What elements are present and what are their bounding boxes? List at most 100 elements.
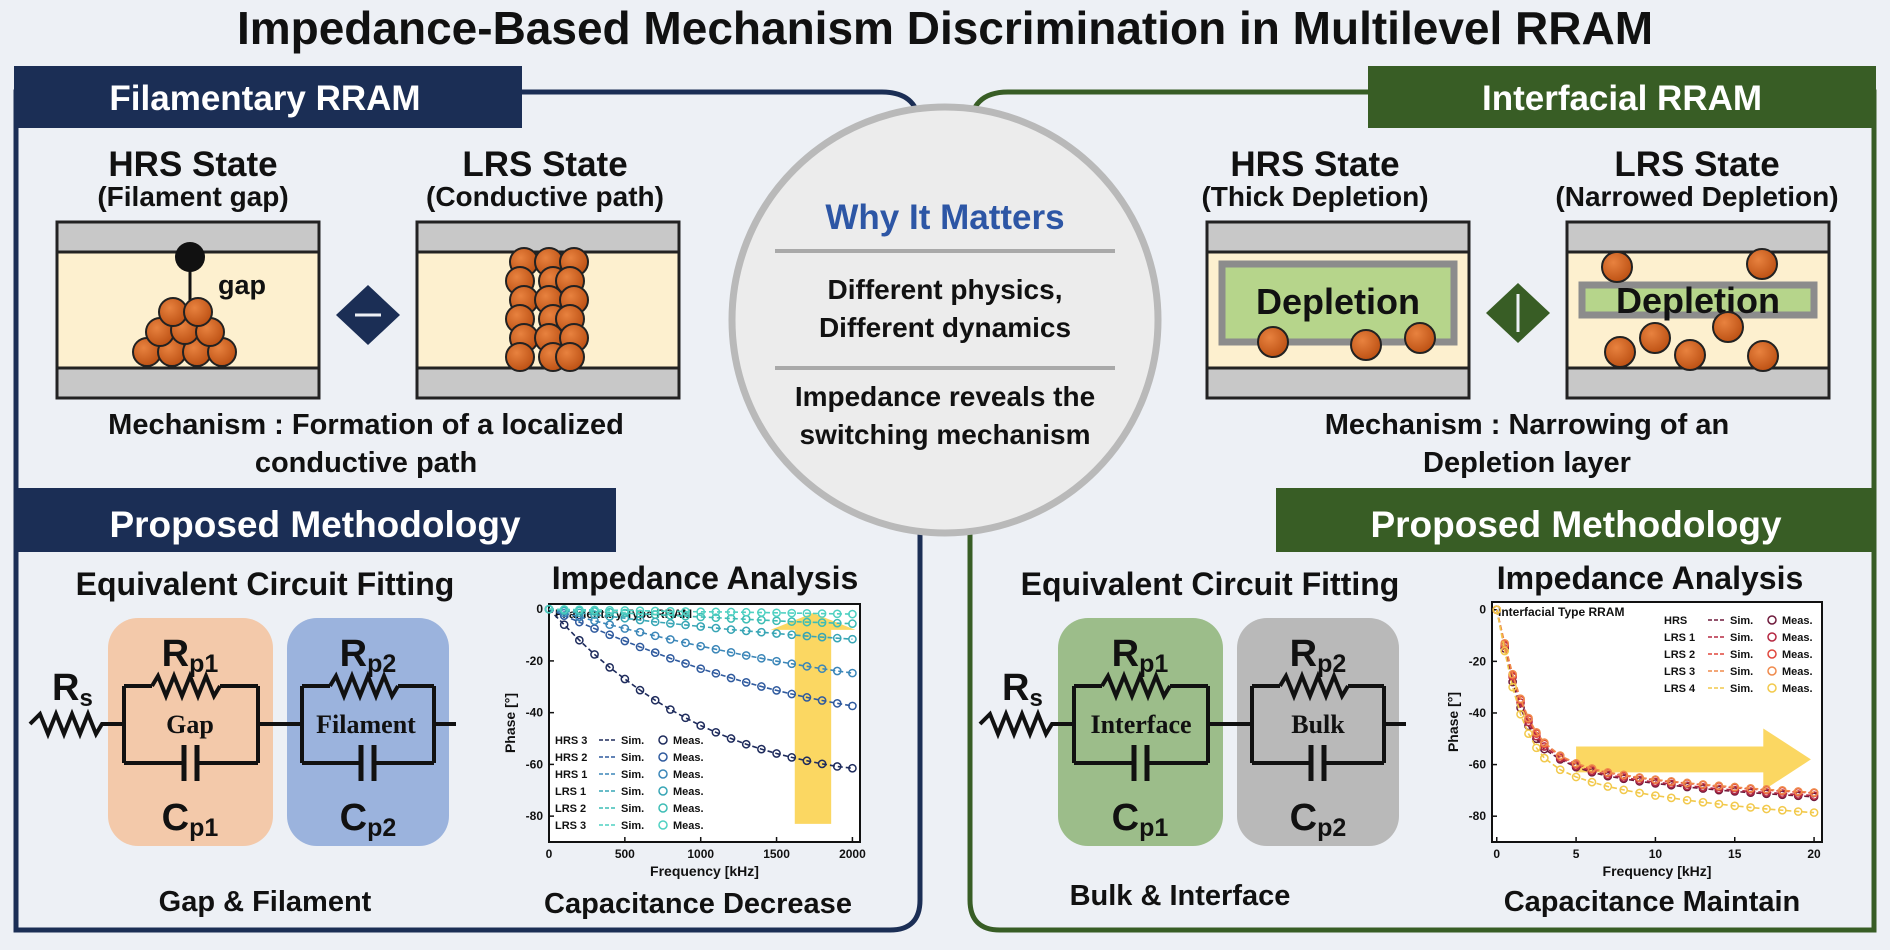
- meas-point: [711, 668, 721, 678]
- meas-point: [635, 606, 645, 616]
- gap-box: [108, 618, 273, 846]
- meas-point: [620, 608, 630, 618]
- right-header-bg: [1368, 66, 1876, 128]
- meas-point: [590, 610, 599, 619]
- legend-meas-swatch: [1767, 683, 1777, 693]
- sim-line: [548, 608, 853, 625]
- legend-sim-label: Sim.: [621, 786, 644, 798]
- meas-point: [772, 686, 781, 695]
- meas-point: [741, 607, 751, 617]
- meas-point: [1714, 799, 1724, 809]
- right-hrs-title: HRS State: [1230, 145, 1399, 184]
- meas-point: [590, 605, 599, 615]
- right-analysis-caption: Capacitance Maintain: [1504, 886, 1801, 918]
- meas-point: [574, 617, 584, 627]
- legend-meas-swatch: [658, 803, 668, 813]
- x-axis-label: Frequency [kHz]: [1603, 863, 1712, 879]
- meas-point: [1793, 787, 1803, 796]
- y-tick-label: -20: [526, 654, 544, 668]
- meas-point: [711, 644, 721, 654]
- x-tick-label: 20: [1807, 847, 1821, 861]
- meas-point: [711, 613, 721, 623]
- x-tick-label: 10: [1649, 847, 1663, 861]
- meas-point: [1587, 777, 1597, 787]
- meas-point: [696, 612, 706, 622]
- legend-meas-swatch: [658, 769, 668, 779]
- y-axis-label: Phase [°]: [1445, 692, 1461, 752]
- legend-sim-label: Sim.: [621, 803, 644, 815]
- meas-point: [1635, 788, 1644, 798]
- meas-point: [1777, 805, 1787, 815]
- meas-point: [1516, 709, 1525, 719]
- series-lrs-3: [1492, 605, 1819, 797]
- left-cp2-label: Cp2: [340, 797, 397, 842]
- right-mechanism-line2: Depletion layer: [1423, 447, 1631, 479]
- meas-point: [650, 606, 660, 616]
- right-equivalent-circuit: Rs Rp1 Rp2 Cp1 Cp2 Interface Bulk: [978, 618, 1406, 846]
- meas-point: [848, 619, 857, 629]
- meas-point: [1809, 788, 1819, 797]
- right-cp2-label: Cp2: [1290, 797, 1347, 842]
- meas-point: [590, 650, 599, 659]
- meas-point: [1540, 738, 1549, 747]
- meas-point: [650, 648, 660, 657]
- meas-point: [1651, 775, 1660, 784]
- legend-meas-label: Meas.: [673, 820, 704, 832]
- right-analysis-title: Impedance Analysis: [1497, 560, 1804, 596]
- legend-meas-label: Meas.: [673, 786, 704, 798]
- meas-point: [666, 653, 675, 663]
- meas-point: [741, 626, 751, 636]
- legend-meas-label: Meas.: [673, 803, 704, 815]
- x-tick-label: 1500: [763, 847, 790, 861]
- meas-point: [1587, 764, 1597, 773]
- right-method-header: Proposed Methodology: [1370, 504, 1782, 545]
- legend-name: HRS 1: [555, 769, 587, 781]
- legend-name: LRS 4: [1664, 683, 1696, 695]
- meas-point: [1500, 646, 1510, 656]
- meas-point: [802, 631, 812, 641]
- trend-arrow-right: [1576, 728, 1811, 791]
- meas-point: [726, 648, 736, 657]
- meas-point: [681, 713, 690, 723]
- center-line1: Different physics,: [828, 274, 1063, 305]
- y-tick-label: -40: [526, 706, 544, 720]
- legend-name: LRS 1: [555, 786, 586, 798]
- right-rs-label: Rs: [1002, 667, 1043, 712]
- meas-point: [802, 661, 812, 671]
- bulk-element-label: Bulk: [1291, 710, 1345, 739]
- meas-point: [620, 674, 630, 684]
- filament-element-label: Filament: [316, 710, 416, 739]
- meas-point: [726, 607, 736, 617]
- legend-meas-label: Meas.: [673, 735, 704, 747]
- meas-point: [605, 620, 615, 630]
- meas-point: [681, 607, 690, 616]
- series-hrs-1: [544, 604, 857, 678]
- legend-meas-swatch: [1767, 666, 1777, 676]
- meas-point: [574, 635, 584, 645]
- sim-line: [548, 608, 853, 770]
- right-transition-arrow: [1486, 283, 1550, 343]
- left-analysis-caption: Capacitance Decrease: [544, 888, 852, 920]
- meas-point: [1746, 783, 1755, 793]
- legend-meas-swatch: [658, 820, 668, 830]
- meas-point: [1666, 777, 1676, 786]
- meas-point: [757, 627, 766, 637]
- x-axis-label: Frequency [kHz]: [650, 863, 759, 879]
- sim-line: [548, 608, 853, 707]
- meas-point: [848, 668, 857, 678]
- meas-point: [1635, 773, 1644, 782]
- legend-sim-label: Sim.: [1730, 683, 1753, 695]
- left-transition-arrow: [336, 285, 400, 345]
- y-tick-label: -60: [526, 757, 544, 771]
- x-tick-label: 15: [1728, 847, 1742, 861]
- meas-point: [1746, 803, 1755, 812]
- right-lrs-subtitle: (Narrowed Depletion): [1555, 181, 1838, 212]
- legend-meas-swatch: [658, 786, 668, 796]
- meas-point: [802, 756, 812, 766]
- meas-point: [605, 630, 615, 640]
- meas-point: [802, 693, 812, 702]
- left-analysis-title: Impedance Analysis: [552, 560, 859, 596]
- meas-point: [832, 698, 842, 708]
- legend-meas-label: Meas.: [673, 769, 704, 781]
